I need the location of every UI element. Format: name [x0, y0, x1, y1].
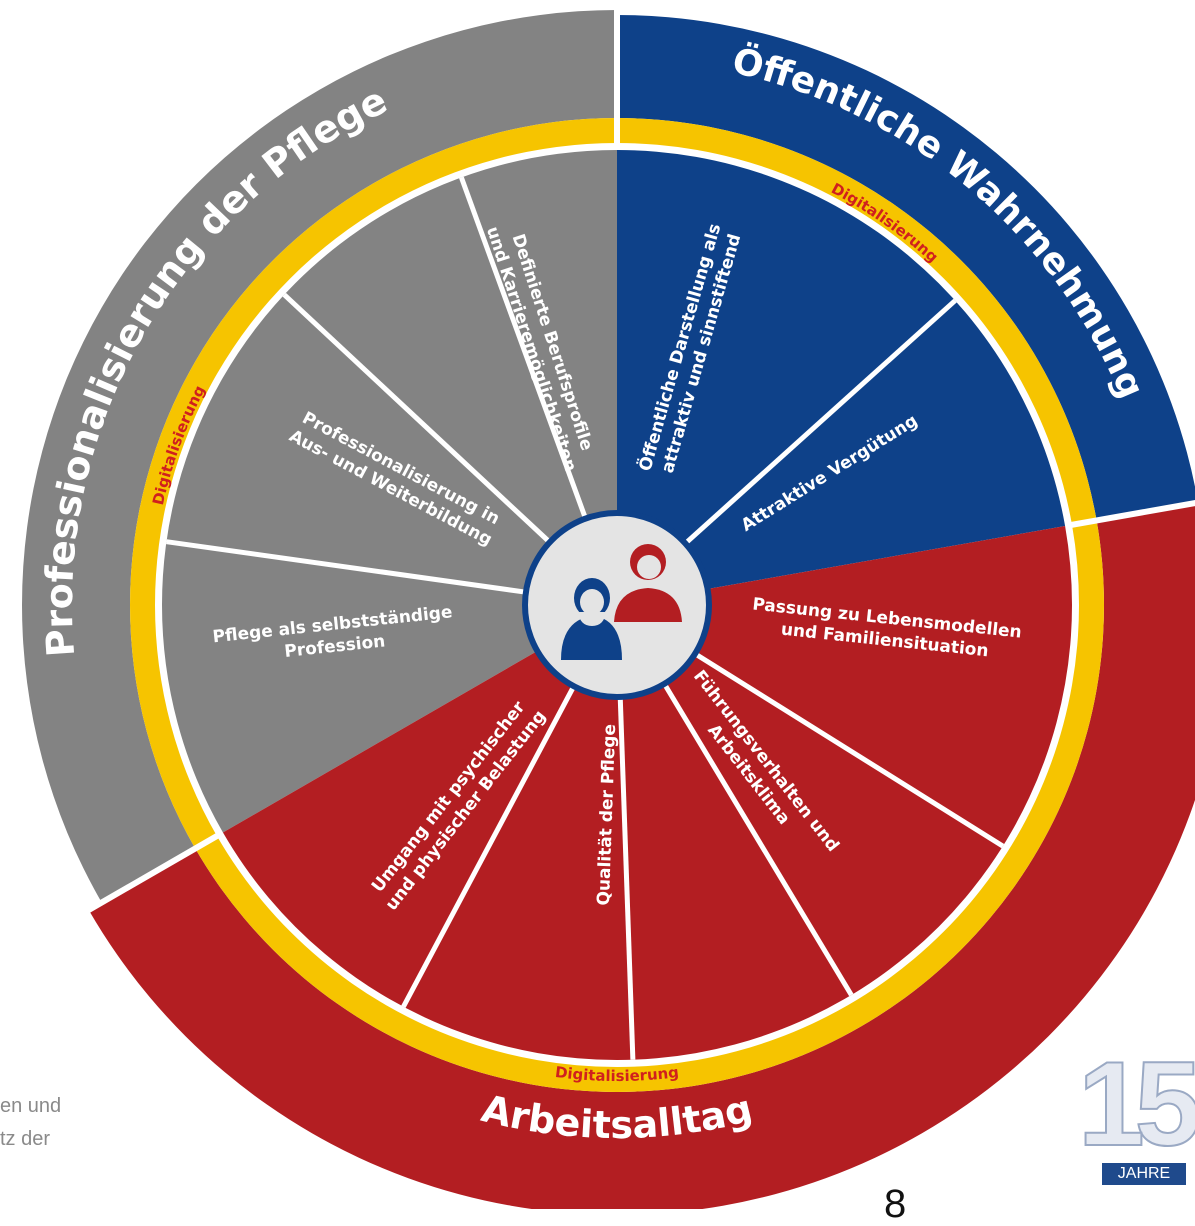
segment-divider: [166, 539, 527, 595]
anniversary-logo-number: 15: [1077, 1037, 1195, 1171]
anniversary-logo-tag: JAHRE: [1102, 1163, 1186, 1185]
outer-band-professionalisierung: [22, 10, 617, 903]
outer-band-wahrnehmung: [617, 15, 1195, 521]
side-text-fragment: en und tz der: [0, 1090, 61, 1156]
side-text-line: tz der: [0, 1128, 51, 1150]
yellow-band-professionalisierung: [129, 118, 617, 849]
segment-divider: [401, 685, 577, 1008]
segment-divider: [693, 651, 1005, 849]
ring-label-arbeitsalltag: Digitalisierung: [554, 1063, 680, 1085]
segment-divider: [662, 682, 854, 997]
inner-area-wahrnehmung: [617, 150, 1066, 590]
segment-divider: [683, 298, 957, 546]
page-number: 8: [884, 1182, 907, 1226]
anniversary-logo: 15 JAHRE: [1077, 1037, 1195, 1185]
segment-divider: [617, 696, 636, 1060]
yellow-band-wahrnehmung: [617, 118, 1097, 525]
side-text-line: en und: [0, 1095, 62, 1117]
outer-band-arbeitsalltag: [88, 503, 1195, 1209]
outer-ring: [22, 10, 1195, 1209]
segment-divider: [459, 176, 588, 520]
inner-area-professionalisierung: [161, 149, 618, 833]
inner-segments: [161, 149, 1072, 1060]
inner-area-arbeitsalltag: [222, 525, 1072, 1060]
segment-divider: [282, 292, 552, 545]
people-icon: [561, 544, 682, 660]
center-badge: [522, 510, 712, 700]
